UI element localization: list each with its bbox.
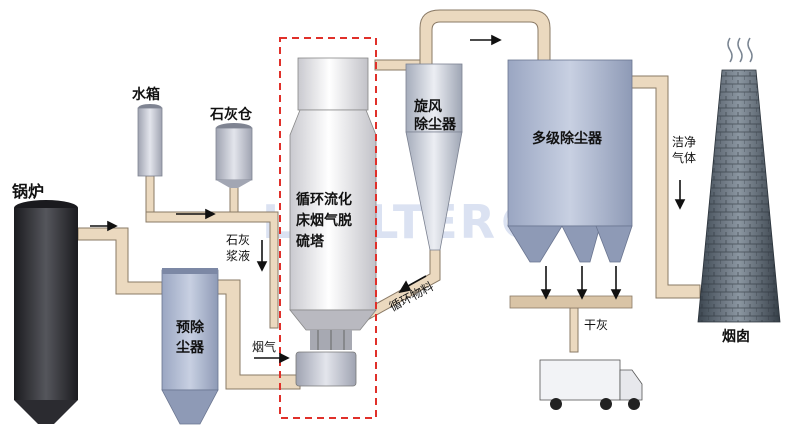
- pipe-lime: [229, 185, 239, 213]
- label-chimney: 烟囱: [722, 329, 750, 345]
- label-flue-gas: 烟气: [252, 340, 277, 354]
- label-water-tank: 水箱: [132, 87, 160, 103]
- label-lime-silo: 石灰仓: [210, 107, 252, 123]
- pipe-arch: [419, 9, 551, 69]
- pipe-to-chimney: [629, 75, 701, 299]
- label-pre-collector: 预除 尘器: [176, 320, 204, 356]
- pipe-slurry: [145, 211, 279, 329]
- lime-silo: [215, 123, 253, 188]
- pipe-water: [145, 175, 155, 213]
- pre-collector: [161, 268, 219, 425]
- label-clean-gas: 洁净 气体: [672, 135, 697, 165]
- label-dry-ash: 干灰: [584, 318, 609, 332]
- water-tank: [137, 104, 163, 177]
- pipe-boiler-out: [77, 227, 163, 295]
- label-multi-collector: 多级除尘器: [532, 131, 602, 147]
- multi-stage-collector: [507, 59, 633, 309]
- label-boiler: 锅炉: [12, 182, 45, 201]
- cyclone-collector: [405, 63, 463, 251]
- tower-highlight-box: [279, 37, 377, 419]
- truck: [539, 359, 643, 410]
- label-lime-slurry: 石灰 浆液: [226, 233, 251, 263]
- chimney: [697, 37, 781, 323]
- label-cyclone: 旋风 除尘器: [414, 99, 456, 133]
- desulfurization-tower: [289, 57, 377, 387]
- boiler: [14, 200, 78, 424]
- pipe-precollector-out: [204, 279, 301, 390]
- pipe-ash: [569, 307, 579, 353]
- label-tower: 循环流化 床烟气脱 硫塔: [296, 192, 352, 250]
